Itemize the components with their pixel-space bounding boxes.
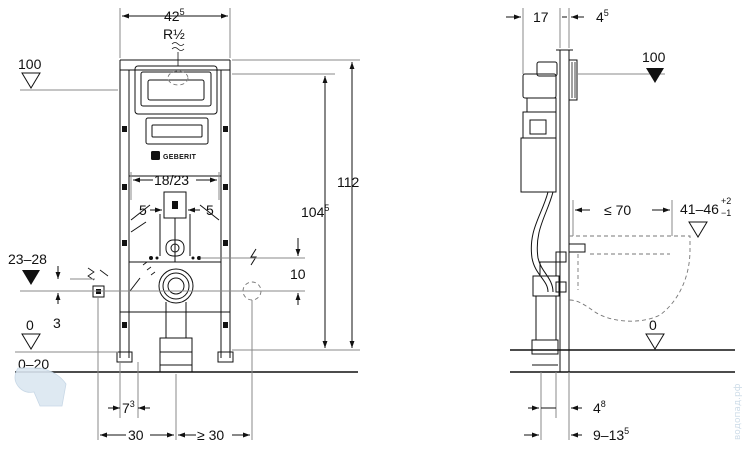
dim-pipe-drop: 3 — [53, 315, 61, 331]
level-top-100: 100 — [642, 49, 666, 65]
watermark: водопад.рф — [14, 367, 743, 440]
cistern — [134, 65, 218, 145]
dim-width-top: 425 — [164, 7, 185, 24]
dim-offset-left: 5 — [139, 202, 147, 218]
side-view: 17 45 100 ≤ 70 41–46 +2 −1 0 48 9–135 — [506, 8, 735, 443]
label-supply-connection: R½ — [163, 26, 185, 42]
dim-bottom-left: 30 — [128, 427, 144, 443]
dim-depth-top: 17 — [533, 9, 549, 25]
dim-bowl-height-minus: −1 — [721, 208, 731, 218]
brand-label: GEBERIT — [163, 154, 197, 161]
brand-logo: GEBERIT — [151, 151, 197, 161]
dim-bottom-right: ≥ 30 — [197, 427, 224, 443]
dim-flush-gap: 10 — [290, 266, 306, 282]
supply-connection-icon — [87, 261, 156, 298]
dim-height-total: 112 — [337, 174, 360, 190]
dim-bottom-offset-side: 48 — [593, 399, 606, 416]
dim-bowl-height: 41–46 — [680, 201, 719, 217]
dim-bottom-range: 9–135 — [593, 426, 629, 443]
level-left-100: 100 — [18, 56, 42, 72]
dim-bottom-offset: 73 — [122, 399, 135, 416]
dim-height-inner: 1045 — [301, 203, 329, 220]
floor-level-front: 0 — [26, 317, 34, 333]
dim-offset-right: 5 — [206, 202, 214, 218]
watermark-text: водопад.рф — [733, 383, 743, 440]
drain-elbow — [158, 268, 194, 372]
dim-bowl-height-plus: +2 — [721, 196, 731, 206]
dim-depth-max: ≤ 70 — [604, 202, 631, 218]
front-view: GEBERIT — [8, 7, 360, 443]
power-connection-icon — [240, 248, 264, 301]
dim-bracket-spacing: 18/23 — [154, 172, 189, 188]
mounting-brackets — [130, 191, 220, 262]
dim-top-right: 45 — [596, 8, 609, 25]
wc-bowl-outline — [568, 235, 691, 322]
frame-outline — [116, 59, 234, 363]
pipes-side — [530, 191, 567, 366]
floor-level-side: 0 — [649, 317, 657, 333]
cistern-side — [520, 61, 558, 193]
level-pipe: 23–28 — [8, 251, 47, 267]
water-supply-icon — [171, 42, 185, 66]
